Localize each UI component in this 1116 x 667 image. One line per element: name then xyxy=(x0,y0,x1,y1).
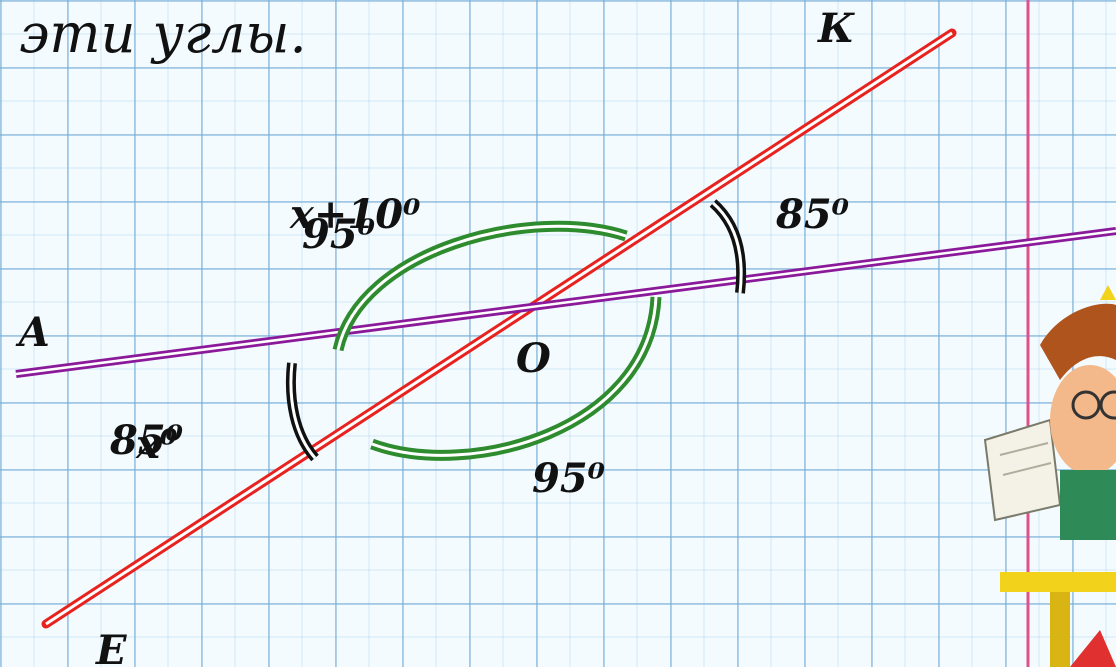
arc-upper-right-acute xyxy=(709,199,747,294)
arc-lower-obtuse xyxy=(370,296,662,461)
point-label-o: О xyxy=(516,335,551,382)
angle-label-upper-right: 85⁰ xyxy=(775,191,850,238)
arc-upper-obtuse xyxy=(332,220,628,352)
heading-text: е эти углы. xyxy=(0,2,307,65)
angle-label-lower-right: 95⁰ xyxy=(532,455,606,502)
line-ao xyxy=(15,227,1116,378)
angle-label-lower-left-bottom: х⁰ xyxy=(135,421,178,468)
cartoon-boy-illustration xyxy=(983,285,1116,667)
angle-label-upper-left-top: х+10⁰ xyxy=(289,191,421,238)
angle-label-lower-left-top: 85⁰ xyxy=(109,417,184,464)
point-label-e: Е xyxy=(95,627,127,667)
point-label-k: К xyxy=(817,5,855,52)
point-label-a: А xyxy=(15,309,51,356)
line-ke xyxy=(41,28,957,629)
arc-lower-left-acute xyxy=(285,362,319,462)
angle-label-upper-left-bottom: 95⁰ xyxy=(302,211,376,258)
